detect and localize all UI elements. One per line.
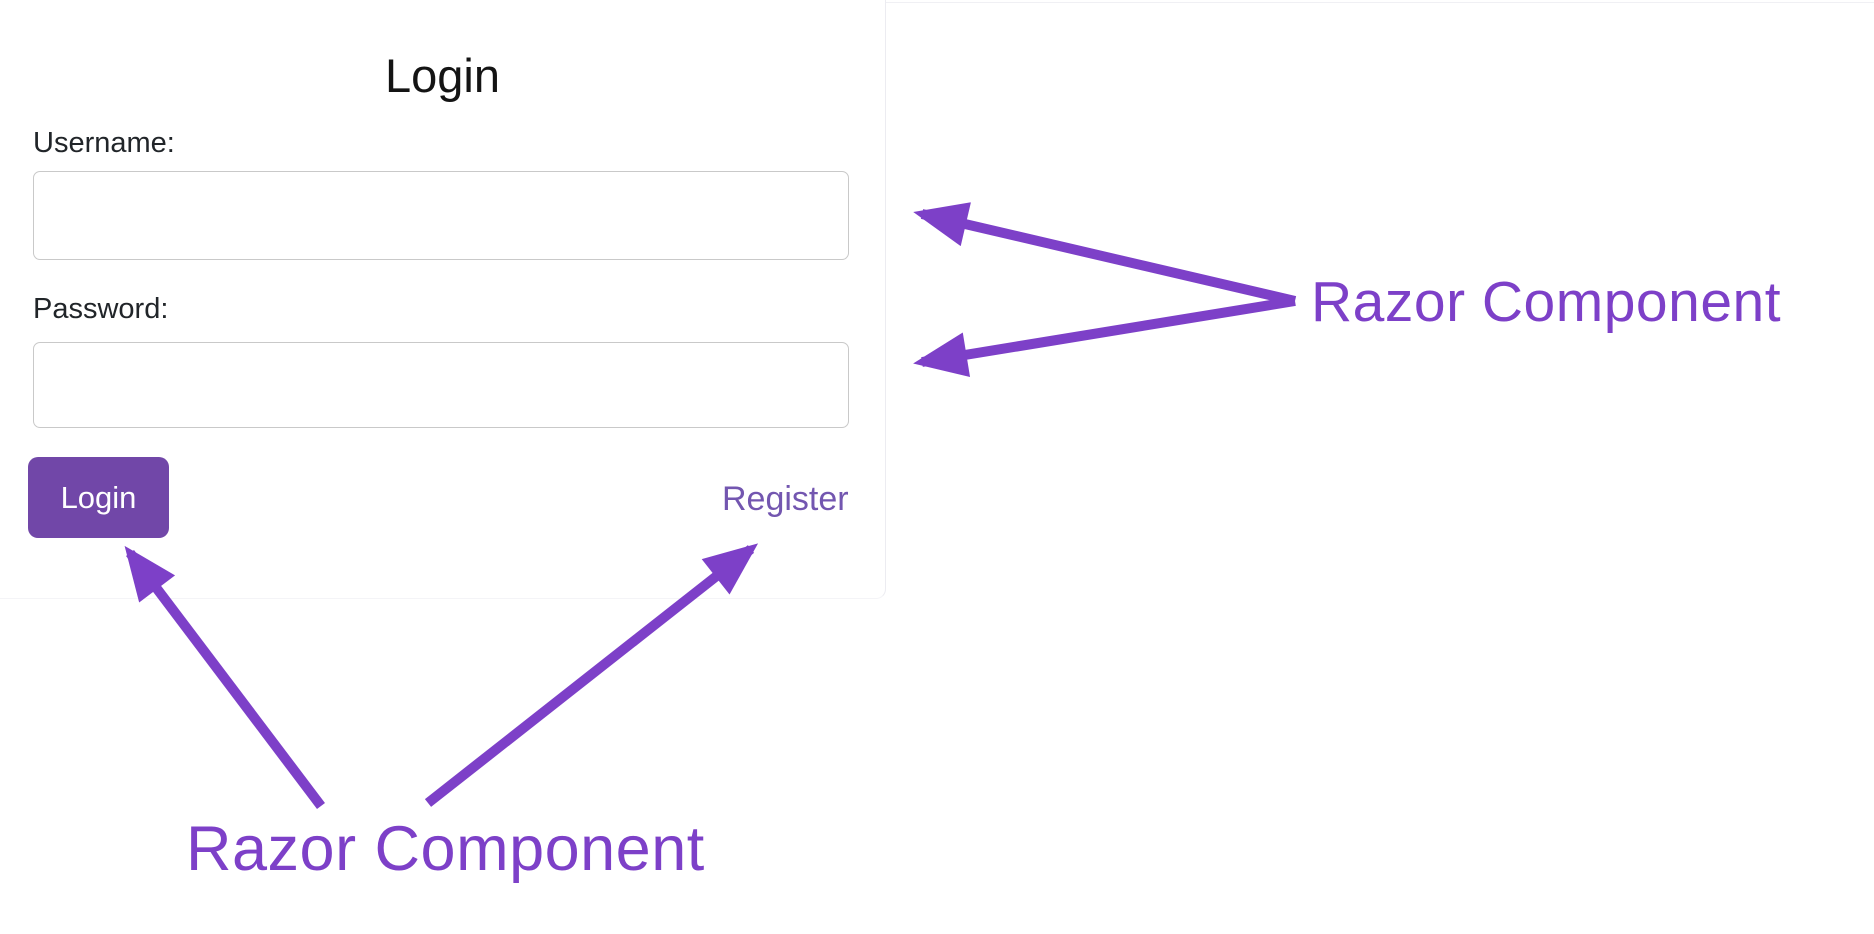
arrow-to-password-input-icon (913, 296, 1296, 377)
username-input[interactable] (33, 171, 849, 260)
login-card-title: Login (385, 49, 500, 102)
top-divider (0, 2, 1874, 3)
annotation-razor-component-buttons: Razor Component (186, 814, 705, 884)
password-input[interactable] (33, 342, 849, 428)
arrow-to-username-input-icon (913, 202, 1297, 306)
login-button[interactable]: Login (28, 457, 169, 538)
register-link[interactable]: Register (722, 480, 849, 518)
username-label: Username: (33, 127, 175, 159)
login-card: Login Username: Password: Login Register (0, 0, 886, 599)
annotation-razor-component-inputs: Razor Component (1311, 270, 1782, 334)
password-label: Password: (33, 293, 169, 325)
